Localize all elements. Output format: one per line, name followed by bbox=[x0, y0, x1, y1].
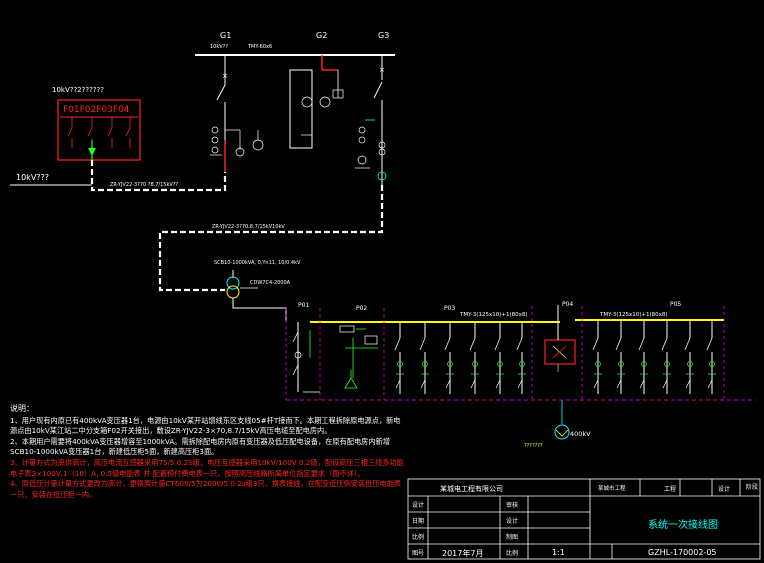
tb-col-label-1: 工程 bbox=[664, 486, 677, 493]
hv-cable-1 bbox=[90, 160, 227, 192]
label-cable-1: ZR-YJV22-3?70 ?8.7/15kV?? bbox=[110, 182, 178, 188]
feeder-circuit bbox=[592, 320, 602, 394]
note-item: 4、原低压计量计量方式更改为高计，更换原计量CT600/5为2000/5 0.2… bbox=[10, 479, 402, 499]
label-capacitor-bank: 400kV bbox=[570, 430, 591, 438]
tb-row-label: 图号 bbox=[412, 550, 425, 557]
feeder-g3: × bbox=[355, 55, 387, 185]
tb-right-label: 比例 bbox=[506, 550, 519, 557]
label-f-panel: F01F02F03F04 bbox=[63, 105, 130, 115]
feeder-circuit bbox=[706, 320, 716, 394]
breaker-symbol-g1: × bbox=[222, 72, 228, 80]
note-item: 1、用户现有内原已有400kVA变压器1台，电源由10kV某开站馈线东区支线05… bbox=[10, 415, 401, 436]
label-g1: G1 bbox=[220, 31, 231, 40]
tb-scale: 1:1 bbox=[552, 548, 565, 557]
label-p05: P05 bbox=[670, 301, 681, 308]
hv-cable-2 bbox=[158, 185, 384, 292]
feeder-circuit bbox=[516, 322, 526, 394]
design-notes: 说明： 1、用户现有内原已有400kVA变压器1台，电源由10kV某开站馈线东区… bbox=[10, 404, 405, 500]
breaker-symbol-g3: × bbox=[379, 66, 385, 74]
feeder-circuit bbox=[615, 320, 625, 394]
p01-incomer bbox=[292, 322, 320, 393]
feeder-g2-pt bbox=[289, 55, 344, 149]
feeder-circuit bbox=[444, 322, 454, 394]
tb-col-label-2: 设计 bbox=[718, 486, 731, 493]
label-p04: P04 bbox=[562, 301, 573, 308]
tb-right-label: 设计 bbox=[506, 518, 519, 525]
feeder-circuit bbox=[661, 320, 671, 394]
label-g1-sub: 10kV?? bbox=[210, 44, 228, 50]
lv-outgoing-feeders bbox=[394, 320, 716, 394]
panel-dividers bbox=[285, 306, 725, 400]
label-source-left: 10kV??2?????? bbox=[52, 86, 104, 94]
feeder-g1: × bbox=[210, 55, 264, 172]
transformer-winding-1 bbox=[226, 276, 240, 290]
feeder-circuit bbox=[684, 320, 694, 394]
label-lv-bus-2: TMY-3(125x10)+1(80x8) bbox=[599, 312, 668, 318]
tb-date: 2017年7月 bbox=[442, 549, 484, 558]
tb-right-label: 制图 bbox=[506, 534, 519, 541]
tb-row-label: 日期 bbox=[412, 518, 425, 525]
p04-metering bbox=[544, 305, 576, 440]
notes-heading: 说明： bbox=[10, 404, 34, 413]
title-block bbox=[407, 478, 761, 560]
feeder-circuit bbox=[394, 322, 404, 394]
feeder-circuit bbox=[638, 320, 648, 394]
tb-right-label: 审核 bbox=[506, 502, 519, 509]
label-lv-bus-1: TMY-3(125x10)+1(80x8) bbox=[459, 312, 528, 318]
note-item: 2、本期用户需要将400kVA变压器增容至1000kVA。需拆除配电房内原有变压… bbox=[10, 436, 390, 457]
tb-drawing-title: 系统一次接线图 bbox=[648, 520, 718, 531]
label-hv-bus: TMY-60x6 bbox=[247, 44, 272, 50]
label-g3: G3 bbox=[378, 31, 389, 40]
tb-row-label: 比例 bbox=[412, 534, 425, 541]
label-source-line: 10kV??? bbox=[16, 173, 49, 182]
label-p02: P02 bbox=[356, 305, 367, 312]
tb-company: 某城电工程有限公司 bbox=[440, 485, 503, 493]
p02-capacitor bbox=[339, 325, 378, 389]
label-transformer: SCB10-1000kVA, 0,Yn11, 10/0.4kV bbox=[214, 260, 301, 266]
feeder-circuit bbox=[419, 322, 429, 394]
feeder-circuit bbox=[494, 322, 504, 394]
label-lv-breaker: CDW7C4-2000A bbox=[250, 280, 291, 286]
feeder-circuit bbox=[469, 322, 479, 394]
label-cable-2: ZR-YJV22-3?70,8.7/15kV10kV bbox=[212, 224, 285, 230]
label-g2: G2 bbox=[316, 31, 327, 40]
tb-row-label: 设计 bbox=[412, 502, 425, 509]
label-p03: P03 bbox=[444, 305, 455, 312]
tb-drawing-number: GZHL-170002-05 bbox=[648, 548, 717, 557]
label-capacitor-note: ??????? bbox=[524, 443, 543, 449]
notes-list: 1、用户现有内原已有400kVA变压器1台，电源由10kV某开站馈线东区支线05… bbox=[10, 416, 405, 501]
capacitor-bank-symbol bbox=[554, 424, 570, 440]
note-item: 3、计量方式为高供高计，高压电流互感器采用75/5 0.2S级，电压互感器采用1… bbox=[10, 457, 404, 478]
f-panel-frame bbox=[57, 99, 141, 161]
tb-col-label-3: 阶段 bbox=[746, 484, 759, 491]
tb-project-label: 某城市工程 bbox=[598, 486, 626, 492]
label-p01: P01 bbox=[298, 302, 309, 309]
